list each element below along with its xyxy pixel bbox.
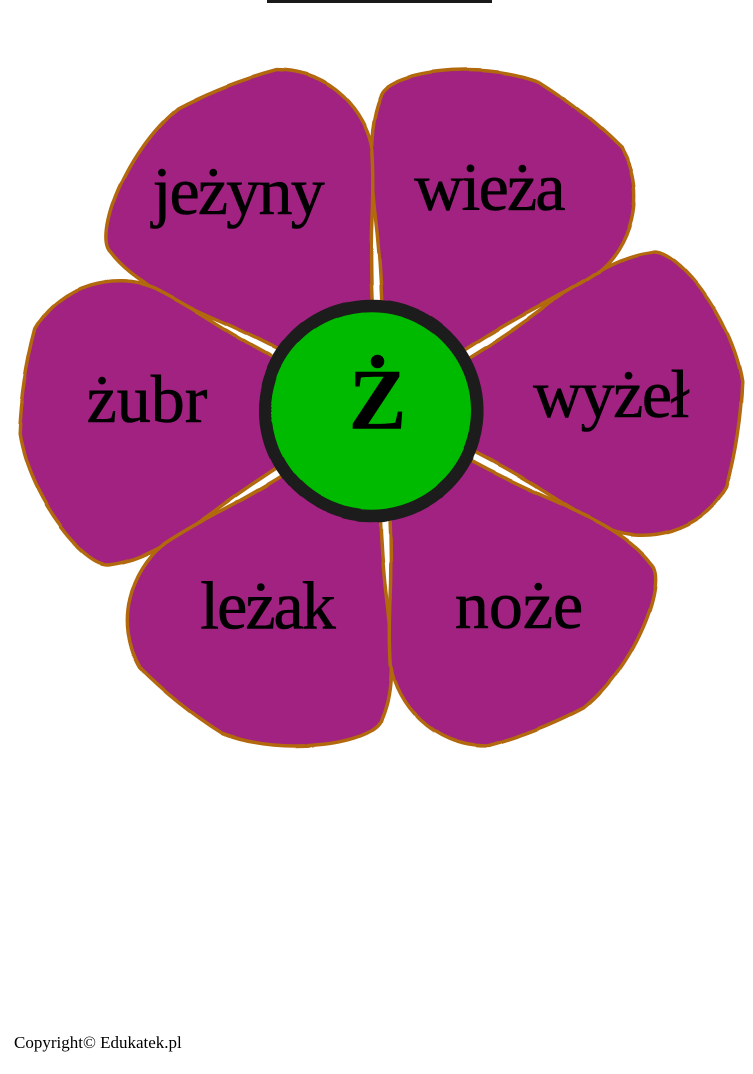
svg-text:Copyright© Edukatek.pl: Copyright© Edukatek.pl [14, 1033, 182, 1052]
svg-text:wieża: wieża [414, 149, 565, 225]
svg-text:wyżeł: wyżeł [533, 356, 689, 432]
svg-text:noże: noże [455, 567, 583, 643]
svg-text:Ż: Ż [349, 352, 406, 448]
svg-text:jeżyny: jeżyny [150, 153, 324, 229]
svg-text:leżak: leżak [200, 568, 335, 644]
svg-text:żubr: żubr [87, 361, 208, 437]
